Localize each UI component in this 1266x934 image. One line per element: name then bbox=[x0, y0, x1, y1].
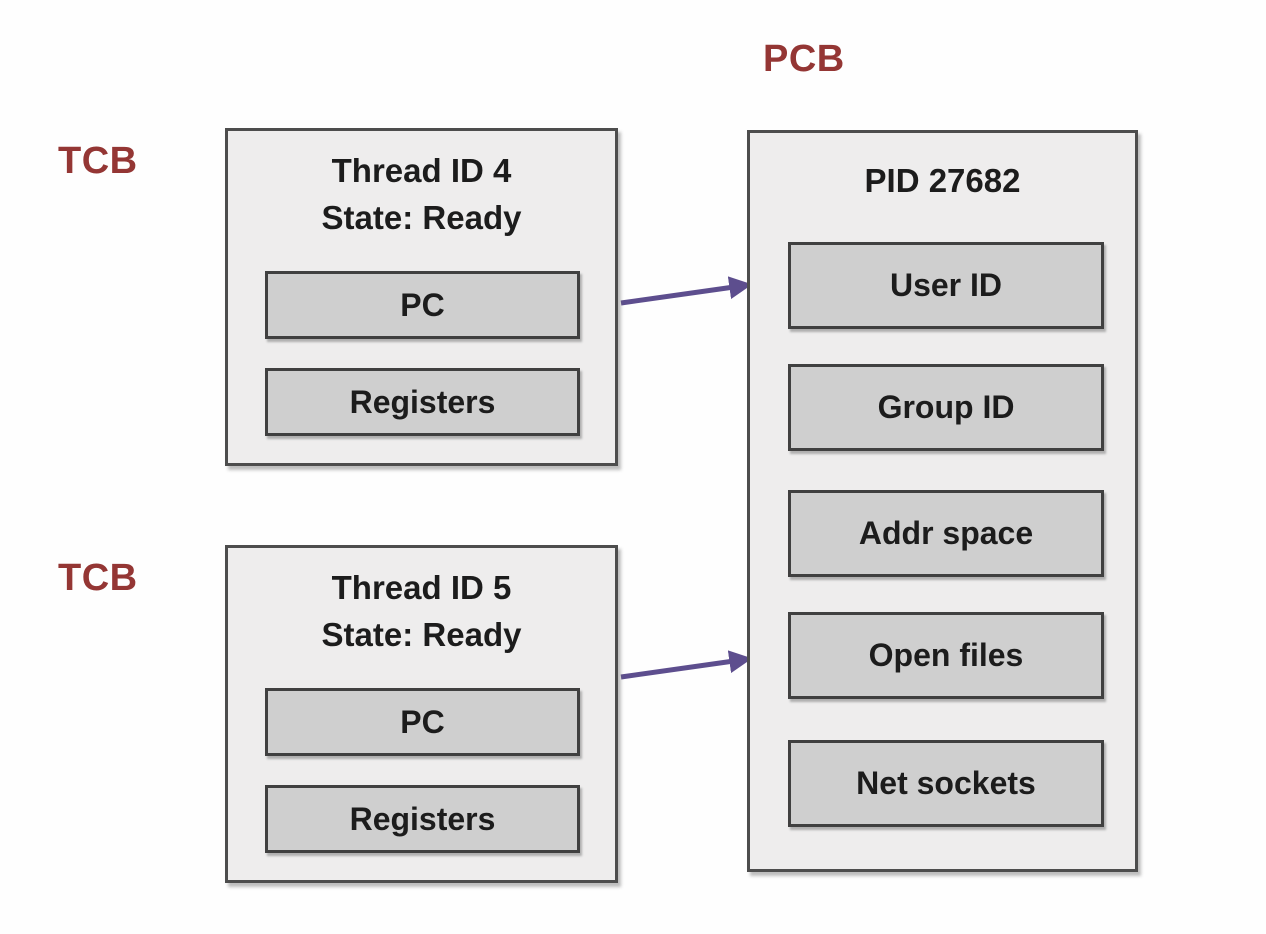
tcb2-field-pc: PC bbox=[265, 688, 580, 756]
pcb-label: PCB bbox=[763, 38, 845, 80]
pcb-field-user-id: User ID bbox=[788, 242, 1104, 329]
pcb-title: PID 27682 bbox=[864, 162, 1021, 199]
tcb1-title-line2: State: Ready bbox=[321, 199, 522, 236]
tcb2-block: Thread ID 5 State: Ready PC Registers bbox=[225, 545, 618, 883]
tcb2-to-pcb-arrow bbox=[620, 650, 753, 680]
tcb1-block: Thread ID 4 State: Ready PC Registers bbox=[225, 128, 618, 466]
tcb1-field-registers: Registers bbox=[265, 368, 580, 436]
tcb2-title: Thread ID 5 State: Ready bbox=[228, 564, 615, 658]
tcb2-title-line1: Thread ID 5 bbox=[331, 569, 512, 606]
pcb-field-addr-space: Addr space bbox=[788, 490, 1104, 577]
pcb-field-group-id: Group ID bbox=[788, 364, 1104, 451]
tcb1-title: Thread ID 4 State: Ready bbox=[228, 147, 615, 241]
tcb2-label: TCB bbox=[58, 557, 138, 599]
tcb1-to-pcb-arrow bbox=[620, 276, 753, 306]
tcb2-field-registers: Registers bbox=[265, 785, 580, 853]
tcb2-title-line2: State: Ready bbox=[321, 616, 522, 653]
pcb-block: PID 27682 User ID Group ID Addr space Op… bbox=[747, 130, 1138, 872]
tcb1-title-line1: Thread ID 4 bbox=[331, 152, 512, 189]
tcb1-label: TCB bbox=[58, 140, 138, 182]
pcb-field-net-sockets: Net sockets bbox=[788, 740, 1104, 827]
tcb1-field-pc: PC bbox=[265, 271, 580, 339]
pcb-field-open-files: Open files bbox=[788, 612, 1104, 699]
